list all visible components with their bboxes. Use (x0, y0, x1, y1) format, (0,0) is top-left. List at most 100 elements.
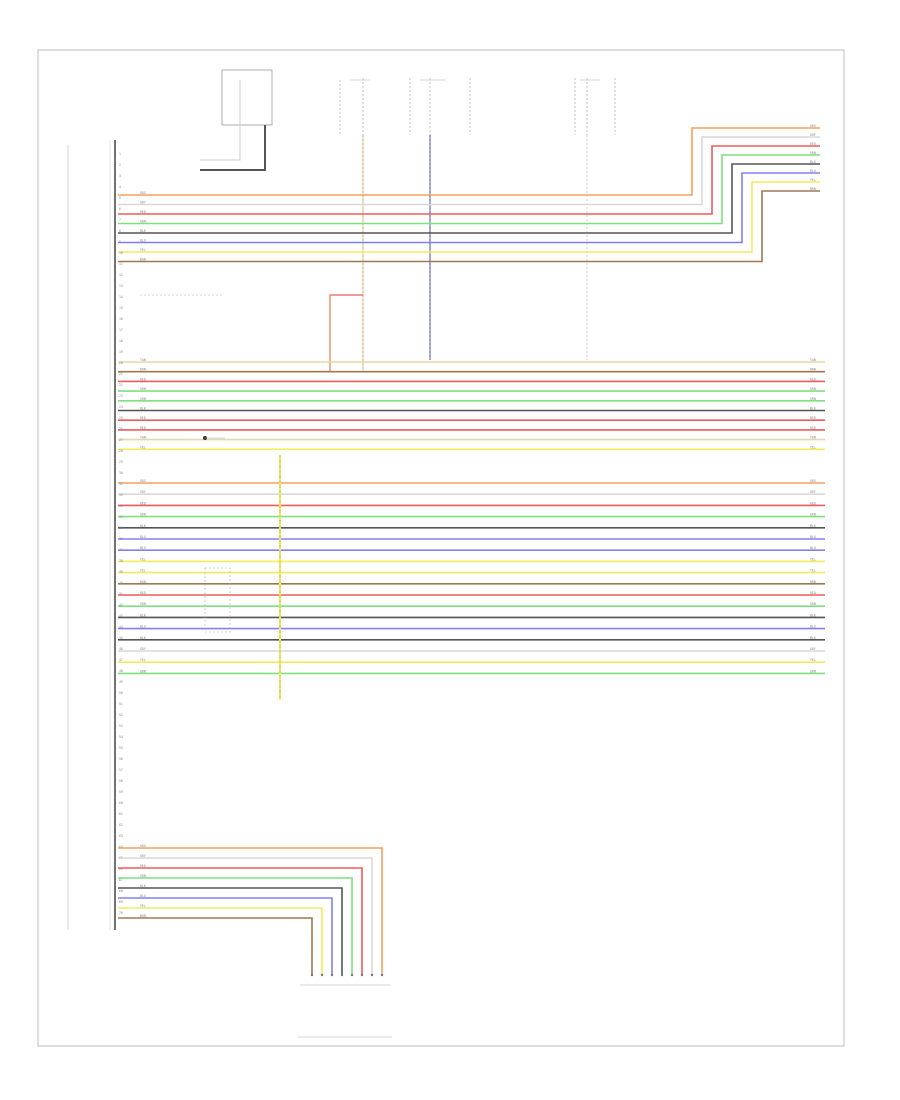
wire-g4-2 (118, 867, 363, 975)
left-pin-68: 69 (119, 900, 123, 904)
wire-g3-tag-7: YEL (140, 557, 146, 561)
wire-g1-3 (118, 154, 820, 225)
wire-g1-2 (118, 145, 820, 215)
left-pin-50: 51 (119, 702, 123, 706)
wire-g1-tag-7: BRN (140, 258, 146, 262)
left-pin-47: 48 (119, 669, 123, 673)
wire-g4-5 (118, 897, 333, 975)
wire-g3-tag-5: BLU (140, 535, 146, 539)
wire-g2-endtag-1: BRN (810, 368, 816, 372)
left-pin-30: 31 (119, 482, 123, 486)
left-pin-2: 3 (119, 174, 121, 178)
left-pin-33: 34 (119, 515, 123, 519)
wire-group-3: ORG ORG GRY GRY RED RED GRN GRN BLK BLK BLU BLU BLU B… (118, 152, 825, 915)
wire-g3-tag-6: BLU (140, 546, 146, 550)
left-pin-11: 12 (119, 273, 123, 277)
wire-g3-endtag-0: ORG (810, 479, 816, 483)
bottom-pin-5 (330, 973, 334, 977)
wire-g4-tag-5: BLU (140, 894, 146, 898)
wire-g3-endtag-2: RED (810, 501, 816, 505)
wire-g2-endtag-8: TAN (810, 436, 816, 440)
wire-g4-tag-7: BRN (140, 914, 146, 918)
left-pin-63: 64 (119, 845, 123, 849)
left-pin-57: 58 (119, 779, 123, 783)
wire-g3-endtag-12: BLK (810, 613, 816, 617)
wire-g3-endtag-1: GRY (810, 490, 816, 494)
wire-g3-endtag-4: BLK (810, 524, 816, 528)
bottom-pin-2 (360, 973, 364, 977)
wire-g1-endtag-6: YEL (810, 178, 816, 182)
wire-g4-0 (118, 847, 383, 975)
left-pin-53: 54 (119, 735, 123, 739)
left-pin-56: 57 (119, 768, 123, 772)
left-pin-24: 25 (119, 416, 123, 420)
wire-g1-tag-6: YEL (140, 248, 146, 252)
bottom-pin-7 (310, 973, 314, 977)
left-pin-65: 66 (119, 867, 123, 871)
left-pin-10: 11 (119, 262, 123, 266)
wire-g2-endtag-5: BLK (810, 407, 816, 411)
left-pin-54: 55 (119, 746, 123, 750)
wire-g1-endtag-3: GRN (810, 151, 816, 155)
wire-g1-5 (118, 172, 820, 244)
left-pin-45: 46 (119, 647, 123, 651)
wire-g3-endtag-8: YEL (810, 569, 816, 573)
bottom-pin-0 (380, 973, 384, 977)
left-pin-42: 43 (119, 614, 123, 618)
left-pin-1: 2 (119, 163, 121, 167)
wire-g1-tag-3: GRN (140, 220, 146, 224)
left-pin-17: 18 (119, 339, 123, 343)
wire-g2-endtag-0: TAN (810, 358, 816, 362)
wire-g3-tag-13: BLU (140, 625, 146, 629)
left-pin-21: 22 (119, 383, 123, 387)
wire-g3-endtag-7: YEL (810, 557, 816, 561)
wire-g2-tag-3: GRN (140, 387, 146, 391)
left-pin-4: 5 (119, 196, 121, 200)
wire-g2-tag-1: BRN (140, 368, 146, 372)
wire-g3-tag-8: YEL (140, 569, 146, 573)
wire-g4-4 (118, 887, 343, 975)
wire-g3-endtag-10: RED (810, 591, 816, 595)
left-pin-31: 32 (119, 493, 123, 497)
wire-g4-6 (118, 907, 323, 975)
wire-g3-endtag-16: YEL (810, 658, 816, 662)
left-pin-23: 24 (119, 405, 123, 409)
left-pin-52: 53 (119, 724, 123, 728)
left-pin-66: 67 (119, 878, 123, 882)
wire-g3-tag-11: GRN (140, 602, 146, 606)
wire-g3-tag-2: RED (140, 501, 146, 505)
wire-g3-endtag-3: GRN (810, 513, 816, 517)
left-pin-0: 1 (119, 152, 121, 156)
wire-g3-tag-17: GRN (140, 669, 146, 673)
left-pin-39: 40 (119, 581, 123, 585)
left-pin-43: 44 (119, 625, 123, 629)
left-pin-67: 68 (119, 889, 123, 893)
wire-g1-0 (118, 127, 820, 196)
wire-g3-tag-9: BRN (140, 580, 146, 584)
wire-g1-tag-0: ORG (140, 191, 146, 195)
wire-g3-endtag-11: GRN (810, 602, 816, 606)
wire-g3-endtag-17: GRN (810, 669, 816, 673)
wire-g4-tag-3: GRN (140, 874, 146, 878)
wire-g2-tag-4: GRN (140, 397, 146, 401)
left-pin-3: 4 (119, 185, 121, 189)
wire-g3-tag-12: BLK (140, 613, 146, 617)
wire-g4-1 (118, 857, 373, 975)
wire-g1-endtag-7: BRN (810, 187, 816, 191)
bottom-pin-6 (320, 973, 324, 977)
wire-g4-7 (118, 917, 313, 975)
wire-g4-tag-6: YEL (140, 904, 146, 908)
wire-g2-tag-6: RED (140, 416, 146, 420)
left-pin-16: 17 (119, 328, 123, 332)
left-pin-51: 52 (119, 713, 123, 717)
wire-g2-tag-5: BLK (140, 407, 146, 411)
wire-g4-tag-4: BLK (140, 884, 146, 888)
wire-g1-endtag-2: RED (810, 142, 816, 146)
wire-g1-endtag-4: BLK (810, 160, 816, 164)
wire-g3-endtag-9: BRN (810, 580, 816, 584)
wire-g3-endtag-15: GRY (810, 647, 816, 651)
wire-g3-endtag-5: BLU (810, 535, 816, 539)
left-pin-60: 61 (119, 812, 123, 816)
